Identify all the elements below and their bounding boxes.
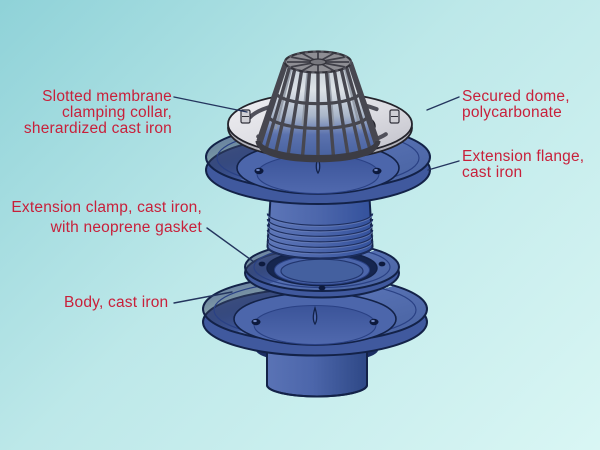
leader-body [173,291,233,304]
leader-clamping-collar [173,96,248,113]
label-extension-flange: Extension flange, cast iron [462,149,584,181]
leader-extension-clamp [206,227,255,263]
label-line: with neoprene gasket [50,219,202,236]
label-line: clamping collar, [61,104,172,121]
dome-clip-icon [240,109,400,124]
dome-strainer-graphic [255,50,381,163]
label-line: sherardized cast iron [23,120,172,137]
label-line: Slotted membrane [42,88,172,105]
label-secured-dome: Secured dome, polycarbonate [462,89,570,121]
leader-secured-dome [426,96,460,111]
label-line: Extension flange, [462,148,585,165]
label-line: cast iron [462,164,523,181]
label-clamping-collar: Slotted membrane clamping collar, sherar… [24,89,172,137]
label-line: polycarbonate [462,104,562,121]
label-line: Body, cast iron [64,294,169,311]
threaded-neck-graphic [266,197,374,260]
label-line: Secured dome, [462,88,570,105]
label-extension-clamp: Extension clamp, cast iron, with neopren… [11,198,202,238]
label-line: Extension clamp, cast iron, [11,199,202,216]
label-body: Body, cast iron [64,295,168,311]
leader-extension-flange [427,160,460,171]
body-graphic [202,275,428,357]
